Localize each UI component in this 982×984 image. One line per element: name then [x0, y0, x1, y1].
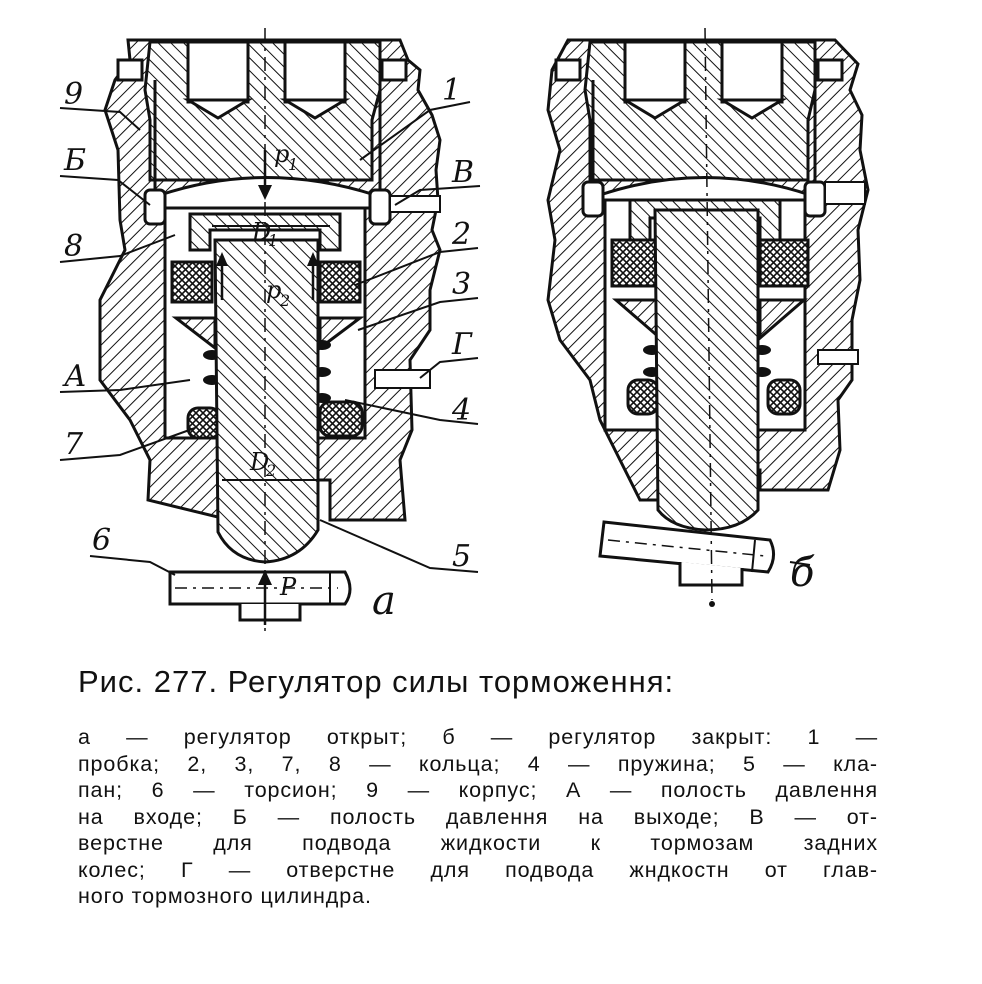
label-view-b: б [790, 550, 815, 596]
label-G: Г [451, 327, 473, 362]
brake-regulator-figure: 9 Б 8 А 7 6 1 В 2 3 Г 4 5 p 1 p 2 D 1 D … [59, 27, 870, 632]
caption-line: колес; Г — отверстне для подвода жндкост… [78, 857, 878, 882]
caption-line: пробка; 2, 3, 7, 8 — кольца; 4 — пружина… [78, 751, 878, 776]
label-3: 3 [452, 267, 471, 302]
figure-caption-body: а — регулятор открыт; б — регулятор закр… [78, 724, 878, 910]
label-1: 1 [442, 73, 461, 108]
label-p1: p [274, 140, 289, 168]
label-view-a: а [372, 578, 396, 624]
label-4: 4 [451, 393, 471, 428]
label-D1-sub: 1 [268, 231, 278, 250]
label-p1-sub: 1 [288, 155, 298, 174]
label-V: В [451, 155, 474, 190]
label-B-cavity: Б [63, 143, 86, 178]
label-6: 6 [92, 523, 111, 558]
label-D2-sub: 2 [265, 461, 276, 480]
label-8: 8 [64, 229, 83, 264]
figure-caption-title: Рис. 277. Регулятор силы торможення: [78, 664, 675, 699]
label-p2-sub: 2 [279, 291, 290, 310]
label-A: А [62, 359, 87, 394]
valve-head [188, 212, 342, 252]
label-D1: D [251, 218, 271, 246]
caption-line: пан; 6 — торсион; 9 — корпус; А — полост… [78, 778, 878, 802]
view-open: 9 Б 8 А 7 6 1 В 2 3 Г 4 5 p 1 p 2 D 1 D … [59, 28, 481, 632]
label-P-force: P [279, 573, 297, 601]
caption-line: а — регулятор открыт; б — регулятор закр… [78, 725, 878, 749]
label-p2: p [266, 276, 281, 304]
caption-line: верстне для подвода жидкости к тормозам … [78, 831, 878, 855]
caption-line: ного тормозного цилиндра. [78, 884, 372, 908]
view-closed: б [546, 27, 870, 607]
caption-line: на входе; Б — полость давлення на выходе… [78, 804, 878, 829]
label-7: 7 [64, 427, 84, 462]
label-2: 2 [451, 217, 471, 252]
torsion-bar-closed [598, 520, 775, 574]
label-D2: D [249, 448, 269, 476]
label-5: 5 [452, 539, 471, 574]
label-9: 9 [64, 77, 83, 112]
